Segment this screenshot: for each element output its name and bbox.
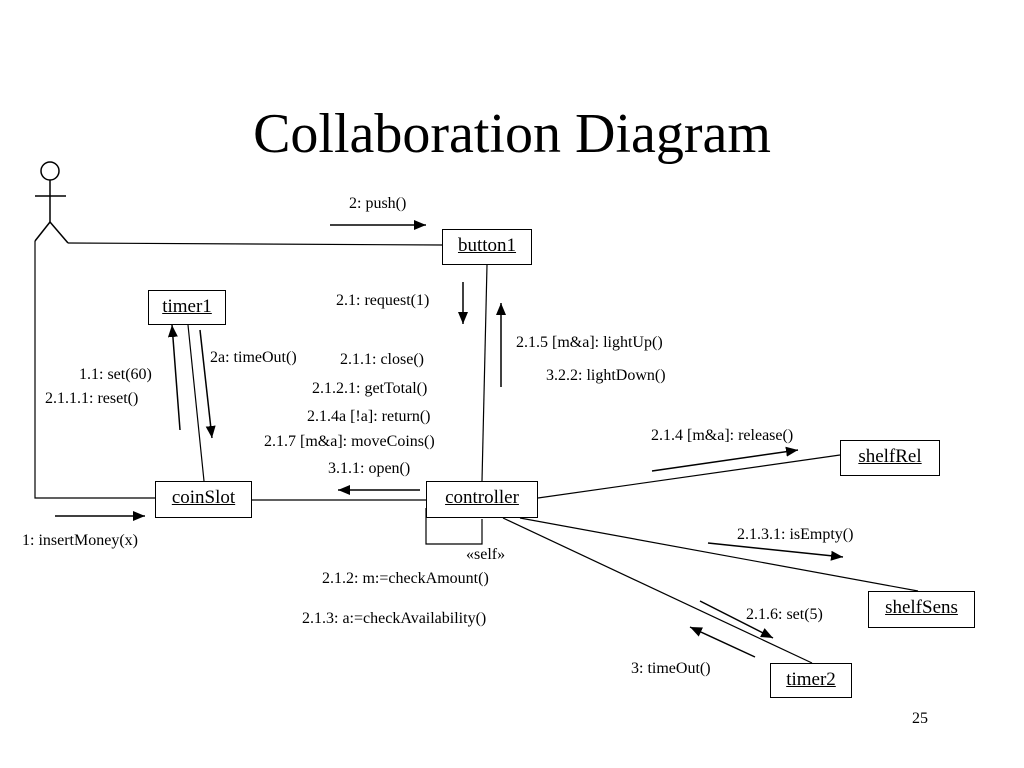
arrow-release [651,446,799,472]
message-arrows [55,220,844,658]
msg-set60: 1.1: set(60) [79,366,152,383]
msg-set5: 2.1.6: set(5) [746,606,823,623]
self-link [425,508,483,545]
link-controller-shelfsens [519,517,919,592]
object-button1[interactable]: button1 [442,229,532,265]
object-coinslot[interactable]: coinSlot [155,481,252,518]
link-actor-coinslot [34,241,155,499]
msg-insertmoney: 1: insertMoney(x) [22,532,138,549]
link-controller-timer2 [502,517,813,664]
object-timer2[interactable]: timer2 [770,663,852,698]
arrow-timeout3 [689,626,756,658]
msg-timeout-2a: 2a: timeOut() [210,349,297,366]
link-controller-shelfrel [537,454,841,499]
actor-figure [34,161,69,244]
msg-timeout3: 3: timeOut() [631,660,711,677]
msg-close: 2.1.1: close() [340,351,424,368]
msg-open: 3.1.1: open() [328,460,411,477]
object-shelfrel[interactable]: shelfRel [840,440,940,476]
object-controller[interactable]: controller [426,481,538,518]
object-shelfsens[interactable]: shelfSens [868,591,975,628]
links [34,241,919,664]
msg-push: 2: push() [349,195,407,212]
object-timer1[interactable]: timer1 [148,290,226,325]
msg-reset: 2.1.1.1: reset() [45,390,139,407]
link-actor-button1 [67,242,443,246]
arrow-isempty [707,542,844,561]
msg-lightdown: 3.2.2: lightDown() [546,367,666,384]
arrow-set60 [167,324,181,431]
arrow-timeout-2a [199,329,216,439]
msg-gettotal: 2.1.2.1: getTotal() [312,380,428,397]
msg-return: 2.1.4a [!a]: return() [307,408,431,425]
msg-movecoins: 2.1.7 [m&a]: moveCoins() [264,433,435,450]
link-timer1-coinslot [187,324,205,482]
page-number: 25 [912,710,928,727]
slide-title: Collaboration Diagram [253,103,771,165]
arrow-set5 [699,600,774,639]
msg-request: 2.1: request(1) [336,292,430,309]
msg-lightup: 2.1.5 [m&a]: lightUp() [516,334,663,351]
msg-checkavailability: 2.1.3: a:=checkAvailability() [302,610,487,627]
link-button1-controller [481,264,488,482]
msg-release: 2.1.4 [m&a]: release() [651,427,794,444]
msg-isempty: 2.1.3.1: isEmpty() [737,526,854,543]
msg-self: «self» [466,546,506,563]
msg-checkamount: 2.1.2: m:=checkAmount() [322,570,489,587]
